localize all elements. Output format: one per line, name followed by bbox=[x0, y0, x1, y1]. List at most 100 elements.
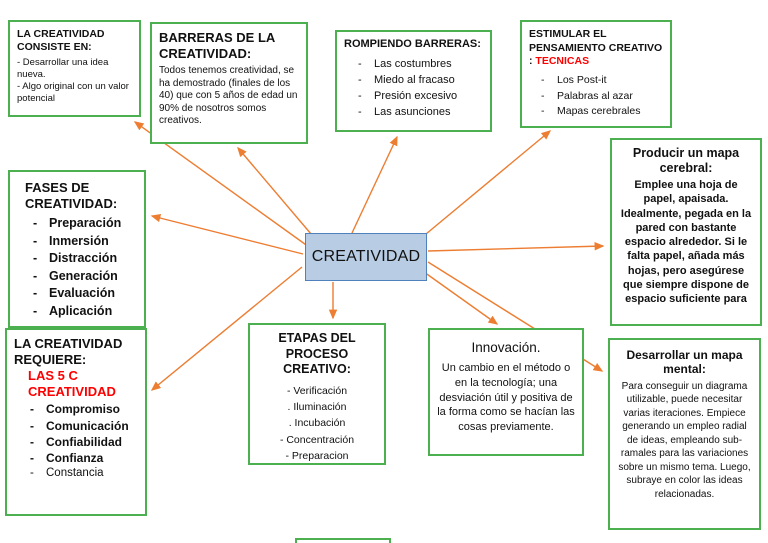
bullet-dash: - bbox=[541, 105, 545, 118]
list-item: -Constancia bbox=[30, 466, 138, 482]
list-item-text: Aplicación bbox=[49, 303, 113, 318]
node-body: Emplee una hoja de papel, apaisada. Idea… bbox=[620, 179, 752, 306]
node-partial-bottom bbox=[295, 538, 391, 543]
bullet-dash: - bbox=[30, 402, 34, 417]
arrow-to-rompiendo bbox=[351, 135, 398, 234]
node-list: -Los Post-it -Palabras al azar -Mapas ce… bbox=[529, 73, 663, 120]
node-title: Innovación. bbox=[471, 340, 541, 355]
node-title-text: ESTIMULAR EL PENSAMIENTO CREATIVO : bbox=[529, 28, 663, 68]
bullet-dash: - bbox=[33, 303, 38, 318]
list-item: -Evaluación bbox=[33, 285, 137, 303]
bullet-dash: - bbox=[33, 233, 38, 248]
list-item: -Confianza bbox=[30, 450, 138, 466]
node-body: Un cambio en el método o en la tecnologí… bbox=[437, 361, 575, 434]
list-item: . Incubación bbox=[288, 417, 346, 430]
list-item: -Inmersión bbox=[33, 233, 137, 251]
node-title: ESTIMULAR EL PENSAMIENTO CREATIVO : TECN… bbox=[529, 28, 663, 69]
list-item: - Preparacion bbox=[285, 449, 349, 462]
list-item-text: Preparación bbox=[49, 216, 122, 231]
node-title: LA CREATIVIDAD CONSISTE EN: bbox=[17, 28, 105, 54]
bullet-dash: - bbox=[30, 467, 34, 480]
list-item-text: Evaluación bbox=[49, 286, 115, 301]
list-item-text: Comunicación bbox=[46, 418, 129, 433]
list-item: -Palabras al azar bbox=[541, 89, 663, 105]
node-title: ROMPIENDO BARRERAS: bbox=[344, 38, 481, 50]
bullet-dash: - bbox=[358, 89, 362, 102]
list-item-text: Inmersión bbox=[49, 233, 109, 248]
node-title: Producir un mapa cerebral: bbox=[632, 146, 740, 175]
arrow-to-mapa-cerebral bbox=[427, 242, 605, 252]
list-item: -Comunicación bbox=[30, 418, 138, 434]
node-body-line: - Algo original con un valor potencial bbox=[17, 81, 129, 104]
list-item-text: Las costumbres bbox=[374, 57, 452, 70]
node-title: FASES DE CREATIVIDAD: bbox=[25, 180, 118, 211]
node-subtitle: LAS 5 C CREATIVIDAD bbox=[28, 368, 116, 399]
list-item-text: Confianza bbox=[46, 450, 104, 465]
node-desarrollar-un-mapa-mental: Desarrollar un mapa mental: Para consegu… bbox=[608, 338, 761, 530]
list-item-text: Palabras al azar bbox=[557, 89, 633, 102]
arrow-to-innovacion bbox=[423, 271, 499, 325]
node-body: Todos tenemos creatividad, se ha demostr… bbox=[159, 65, 298, 127]
node-body-line: - Desarrollar una idea nueva. bbox=[17, 57, 109, 81]
node-body: Para conseguir un diagrama utilizable, p… bbox=[618, 380, 751, 500]
bullet-dash: - bbox=[33, 216, 38, 231]
node-title: LA CREATIVIDAD REQUIERE: bbox=[14, 336, 123, 367]
node-title-highlight: TECNICAS bbox=[535, 55, 590, 68]
node-list: - Verificación . Iluminación . Incubació… bbox=[257, 383, 377, 464]
arrow-to-requiere bbox=[150, 266, 303, 391]
list-item-text: Constancia bbox=[46, 467, 104, 480]
list-item-text: Compromiso bbox=[46, 402, 121, 417]
list-item-text: Las asunciones bbox=[374, 105, 451, 118]
list-item-text: Los Post-it bbox=[557, 73, 607, 86]
bullet-dash: - bbox=[30, 450, 34, 465]
list-item: -Mapas cerebrales bbox=[541, 104, 663, 120]
bullet-dash: - bbox=[358, 73, 362, 86]
node-la-creatividad-requiere: LA CREATIVIDAD REQUIERE: LAS 5 C CREATIV… bbox=[5, 328, 147, 516]
arrow-to-barreras bbox=[237, 146, 318, 242]
list-item: - Concentración bbox=[279, 433, 355, 446]
list-item-text: Presión excesivo bbox=[374, 89, 458, 102]
list-item-text: Distracción bbox=[49, 251, 118, 266]
list-item-text: Generación bbox=[49, 268, 118, 283]
bullet-dash: - bbox=[33, 268, 38, 283]
list-item-text: Miedo al fracaso bbox=[374, 73, 455, 86]
list-item: -Las costumbres bbox=[358, 57, 483, 73]
list-item: -Preparación bbox=[33, 215, 137, 233]
node-barreras-de-la-creatividad: BARRERAS DE LA CREATIVIDAD: Todos tenemo… bbox=[150, 22, 308, 144]
node-fases-de-creatividad: FASES DE CREATIVIDAD: -Preparación -Inme… bbox=[8, 170, 146, 328]
node-list: -Las costumbres -Miedo al fracaso -Presi… bbox=[344, 57, 483, 121]
arrow-to-estimular bbox=[419, 130, 552, 240]
node-title: ETAPAS DEL PROCESO CREATIVO: bbox=[278, 331, 356, 377]
bullet-dash: - bbox=[30, 418, 34, 433]
bullet-dash: - bbox=[30, 434, 34, 449]
bullet-dash: - bbox=[33, 251, 38, 266]
list-item: -Las asunciones bbox=[358, 105, 483, 121]
node-title: Desarrollar un mapa mental: bbox=[626, 348, 743, 377]
list-item-text: Confiabilidad bbox=[46, 434, 122, 449]
node-etapas-del-proceso-creativo: ETAPAS DEL PROCESO CREATIVO: - Verificac… bbox=[248, 323, 386, 465]
central-node-label: CREATIVIDAD bbox=[311, 248, 421, 265]
node-la-creatividad-consiste-en: LA CREATIVIDAD CONSISTE EN: - Desarrolla… bbox=[8, 20, 141, 117]
node-innovacion: Innovación. Un cambio en el método o en … bbox=[428, 328, 584, 456]
list-item: -Presión excesivo bbox=[358, 89, 483, 105]
node-estimular-el-pensamiento-creativo: ESTIMULAR EL PENSAMIENTO CREATIVO : TECN… bbox=[520, 20, 672, 128]
list-item-text: Mapas cerebrales bbox=[557, 105, 641, 118]
node-producir-un-mapa-cerebral: Producir un mapa cerebral: Emplee una ho… bbox=[610, 138, 762, 326]
list-item: -Los Post-it bbox=[541, 73, 663, 89]
node-title: BARRERAS DE LA CREATIVIDAD: bbox=[159, 30, 275, 61]
list-item: -Aplicación bbox=[33, 303, 137, 321]
bullet-dash: - bbox=[541, 89, 545, 102]
node-list: -Compromiso -Comunicación -Confiabilidad… bbox=[14, 401, 138, 481]
list-item: . Iluminación bbox=[287, 401, 347, 414]
list-item: -Miedo al fracaso bbox=[358, 73, 483, 89]
list-item: -Generación bbox=[33, 268, 137, 286]
node-rompiendo-barreras: ROMPIENDO BARRERAS: -Las costumbres -Mie… bbox=[335, 30, 492, 132]
list-item: - Verificación bbox=[286, 384, 348, 397]
list-item: -Compromiso bbox=[30, 401, 138, 417]
list-item: -Confiabilidad bbox=[30, 434, 138, 450]
arrow-to-fases bbox=[150, 213, 304, 255]
bullet-dash: - bbox=[358, 57, 362, 70]
bullet-dash: - bbox=[358, 105, 362, 118]
bullet-dash: - bbox=[541, 73, 545, 86]
